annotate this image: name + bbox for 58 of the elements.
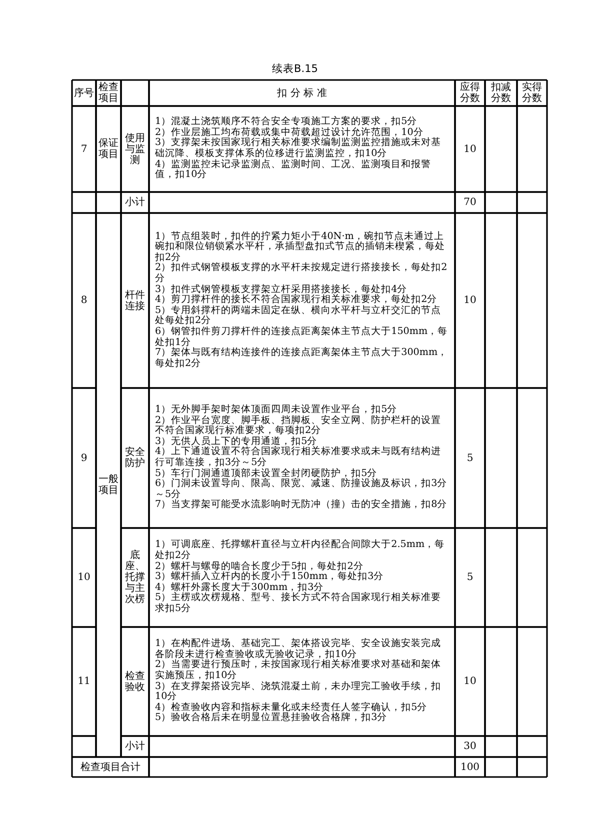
category-label: 保证项目 (98, 138, 120, 160)
criteria-item: 3）无供人员上下的专用通道，扣5分 (155, 436, 318, 447)
score: 5 (466, 572, 474, 583)
criteria-item: 2）作业层施工均布荷载或集中荷载超过设计允许范围，10分 (155, 128, 424, 138)
column-header: 扣减分数 (490, 82, 512, 104)
criteria-item: 1）混凝土浇筑顺序不符合安全专项施工方案的要求，扣5分 (155, 117, 418, 128)
criteria-item: 7）当支撑架可能受水流影响时无防冲（撞）击的安全措施，扣8分 (155, 500, 448, 511)
criteria-item: 2）螺杆与螺母的啮合长度少于5扣，每处扣2分 (155, 562, 364, 572)
score: 5 (466, 452, 474, 464)
row-number: 7 (80, 144, 88, 154)
criteria-item: 2）当需要进行预压时，未按国家现行相关标准要求对基础和架体实施预压，扣10分 (155, 660, 442, 681)
criteria-item: 1）在构配件进场、基础完工、架体搭设完毕、安全设施安装完成各阶段未进行检查验收或无验收记录，扣10分 (155, 639, 442, 660)
category-label: 一般项目 (98, 474, 120, 496)
score: 10 (462, 144, 478, 154)
item-name: 底座、托撑与主次楞 (124, 550, 146, 605)
criteria-item: 4）剪刀撑杆件的接长不符合国家现行相关标准要求，每处扣2分 (155, 295, 438, 306)
score: 10 (462, 295, 478, 306)
criteria-item: 4）检查验收内容和指标未量化或未经责任人签字确认，扣5分 (155, 702, 428, 713)
criteria-item: 3）在支撑架搭设完毕、浇筑混凝土前，未办理完工验收手续，扣10分 (155, 682, 442, 702)
item-name: 杆件连接 (124, 290, 146, 312)
criteria-item: 3）螺杆插入立杆内的长度小于150mm，每处扣3分 (155, 572, 384, 582)
column-header: 实得分数 (521, 82, 543, 104)
column-header: 检查项目 (98, 82, 120, 104)
criteria-item: 1）可调底座、托撑螺杆直径与立杆内径配合间隙大于2.5mm，每处扣2分 (155, 540, 446, 562)
row-number: 11 (76, 676, 92, 687)
score: 10 (462, 676, 478, 687)
row-number: 10 (76, 572, 92, 583)
score: 70 (462, 197, 478, 208)
criteria-item: 4）上下通道设置不符合国家现行相关标准要求或未与既有结构进行可靠连接，扣3分～5分 (155, 447, 442, 468)
criteria-item: 5）主楞或次楞规格、型号、接长方式不符合国家现行相关标准要求扣5分 (155, 593, 442, 615)
subtotal-label: 小计 (124, 197, 146, 208)
total-label: 检查项目合计 (80, 762, 140, 772)
criteria-item: 5）车行门洞通道顶部未设置全封闭硬防护，扣5分 (155, 468, 378, 479)
criteria-item: 2）扣件式钢管模板支撑的水平杆未按规定进行搭接接长，每处扣2分 (155, 263, 448, 284)
criteria-item: 1）无外脚手架时架体顶面四周未设置作业平台，扣5分 (155, 405, 398, 416)
subtotal-label: 小计 (124, 741, 146, 752)
item-name: 安全防护 (124, 447, 146, 469)
criteria-item: 6）门洞未设置导向、限高、限宽、减速、防撞设施及标识，扣3分～5分 (155, 479, 448, 500)
criteria-item: 2）作业平台宽度、脚手板、挡脚板、安全立网、防护栏杆的设置不符合国家现行标准要求，每项扣2分 (155, 416, 442, 436)
score: 100 (459, 762, 481, 772)
criteria-item: 6）钢管扣件剪刀撑杆件的连接点距离架体主节点大于150mm，每处扣1分 (155, 326, 449, 348)
row-number: 9 (80, 452, 88, 464)
criteria-item: 5）专用斜撑杆的两端未固定在纵、横向水平杆与立杆交汇的节点处每处扣2分 (155, 306, 442, 326)
criteria-item: 7）架体与既有结构连接件的连接点距离架体主节点大于300mm，每处扣2分 (155, 348, 449, 370)
column-header: 扣 分 标 准 (277, 88, 327, 98)
column-header: 应得分数 (459, 82, 481, 104)
criteria-item: 4）螺杆外露长度大于300mm，扣3分 (155, 582, 324, 593)
item-name: 检查验收 (124, 670, 146, 692)
criteria-item: 1）节点组装时，扣件的拧紧力矩小于40N·m，碗扣节点未通过上碗扣和限位销锁紧水平杆，承插型盘扣式节点的插销未楔紧，每处扣2分 (155, 232, 445, 263)
criteria-item: 3）支撑架未按国家现行相关标准要求编制监测监控措施或未对基础沉降、模板支撑体系的位移进行监测监控，扣10分 (155, 138, 442, 159)
criteria-item: 4）监测监控未记录监测点、监测时间、工况、监测项目和报警值，扣10分 (155, 160, 432, 181)
score: 30 (462, 741, 478, 752)
criteria-item: 3）扣件式钢管模板支撑架立杆采用搭接接长，每处扣4分 (155, 284, 408, 295)
column-header: 序号 (73, 88, 95, 98)
table-title: 续表B.15 (271, 62, 319, 76)
row-number: 8 (80, 295, 88, 306)
item-name: 使用与监测 (124, 132, 146, 166)
criteria-item: 5）验收合格后未在明显位置悬挂验收合格牌，扣3分 (155, 713, 388, 724)
